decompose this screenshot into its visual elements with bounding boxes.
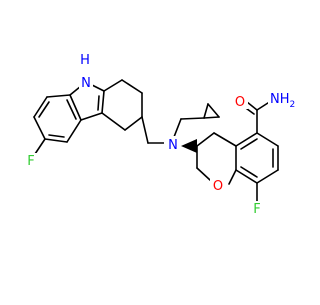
amine-n-label: N	[168, 138, 178, 153]
molecule-diagram: H N N N F O F O NH2	[0, 0, 300, 300]
cyclohexene-ring	[101, 79, 143, 131]
ring-o-label: O	[213, 179, 223, 194]
benzene-ring-left	[33, 94, 82, 143]
indole-nh-h-label: H	[80, 53, 90, 68]
fluoro-right-label: F	[253, 202, 260, 217]
chroman-pyran-ring	[196, 132, 237, 185]
wedge-bond-n-c3	[181, 139, 197, 153]
amide-nh2-label: NH2	[270, 92, 295, 110]
fluoro-right-mask	[250, 201, 264, 216]
chroman-benzene-ring	[235, 132, 279, 184]
fluoro-left-mask	[24, 153, 38, 168]
ring-o-mask	[210, 178, 226, 193]
molecule-svg: H N N N F O F O NH2	[0, 0, 300, 300]
cyclopropylmethyl	[173, 103, 220, 138]
amide-nh2-mask	[268, 91, 298, 106]
indole-n-label-front: N	[81, 76, 91, 91]
amine-n-mask	[164, 136, 181, 151]
bond-ch-ch2	[141, 116, 149, 144]
background	[0, 0, 300, 300]
indole-n-mask	[79, 75, 93, 89]
amide-o-mask	[233, 94, 248, 109]
fluoro-left-label: F	[27, 154, 34, 169]
amide-o-label: O	[235, 95, 245, 110]
